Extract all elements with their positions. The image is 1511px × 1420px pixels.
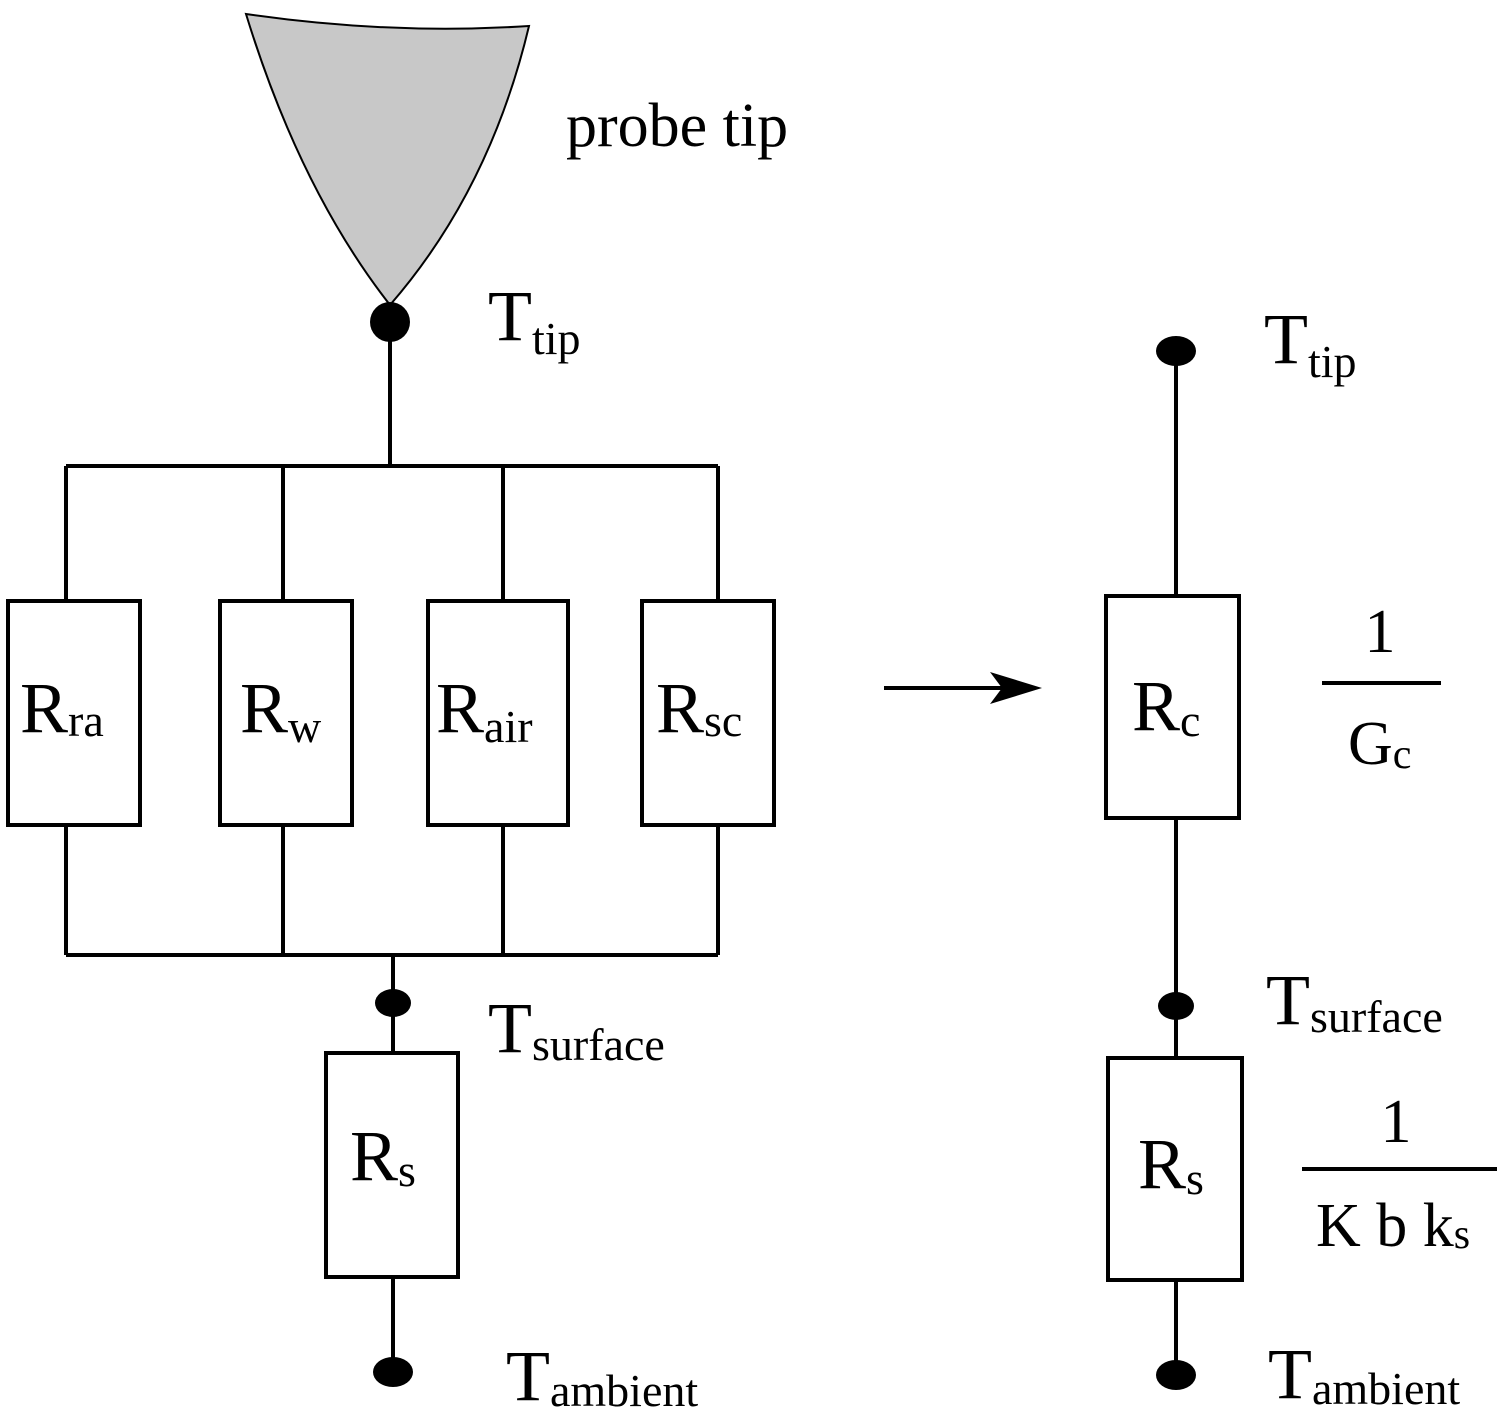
- resistor-ra: Rra: [6, 599, 142, 827]
- right-tip-node: [1156, 336, 1196, 366]
- left-surface-node-label: Tsurface: [488, 988, 665, 1070]
- left-ambient-node: [373, 1357, 413, 1387]
- svg-text:Rsc: Rsc: [656, 668, 742, 748]
- left-circuit: Ttip Rra Rw Rair Rsc: [6, 276, 776, 1416]
- left-tip-node: [370, 302, 410, 342]
- right-circuit: Ttip Rc 1 Gc Tsurface Rs 1 K: [1104, 299, 1497, 1414]
- right-ambient-node-label: Tambient: [1268, 1334, 1460, 1414]
- left-surface-node: [375, 989, 411, 1017]
- resistor-c: Rc: [1104, 594, 1241, 820]
- svg-text:Rw: Rw: [240, 668, 322, 752]
- resistor-sc: Rsc: [640, 599, 776, 827]
- svg-text:K b ks: K b ks: [1316, 1192, 1470, 1260]
- svg-text:Rc: Rc: [1132, 666, 1200, 746]
- resistor-air: Rair: [426, 599, 570, 827]
- svg-text:1: 1: [1381, 1088, 1412, 1156]
- left-ambient-node-label: Tambient: [506, 1336, 698, 1416]
- resistor-s-right: Rs: [1106, 1056, 1244, 1282]
- resistor-s-left: Rs: [324, 1051, 460, 1279]
- probe-tip-label: probe tip: [566, 92, 788, 160]
- svg-text:Rs: Rs: [350, 1116, 416, 1196]
- svg-text:Gc: Gc: [1348, 710, 1411, 778]
- right-surface-node: [1158, 992, 1194, 1020]
- equivalence-arrow: [884, 672, 1042, 704]
- right-surface-node-label: Tsurface: [1266, 960, 1443, 1042]
- resistor-w: Rw: [218, 599, 354, 827]
- svg-text:Rra: Rra: [20, 668, 104, 748]
- svg-text:Rair: Rair: [436, 668, 533, 752]
- svg-text:Rs: Rs: [1138, 1124, 1204, 1204]
- contact-formula: 1 Gc: [1322, 598, 1441, 778]
- probe-tip-shape: [244, 12, 531, 307]
- svg-text:1: 1: [1365, 598, 1396, 666]
- right-ambient-node: [1156, 1360, 1196, 1390]
- right-tip-node-label: Ttip: [1264, 299, 1357, 387]
- left-tip-node-label: Ttip: [488, 276, 581, 364]
- sample-formula: 1 K b ks: [1302, 1088, 1497, 1260]
